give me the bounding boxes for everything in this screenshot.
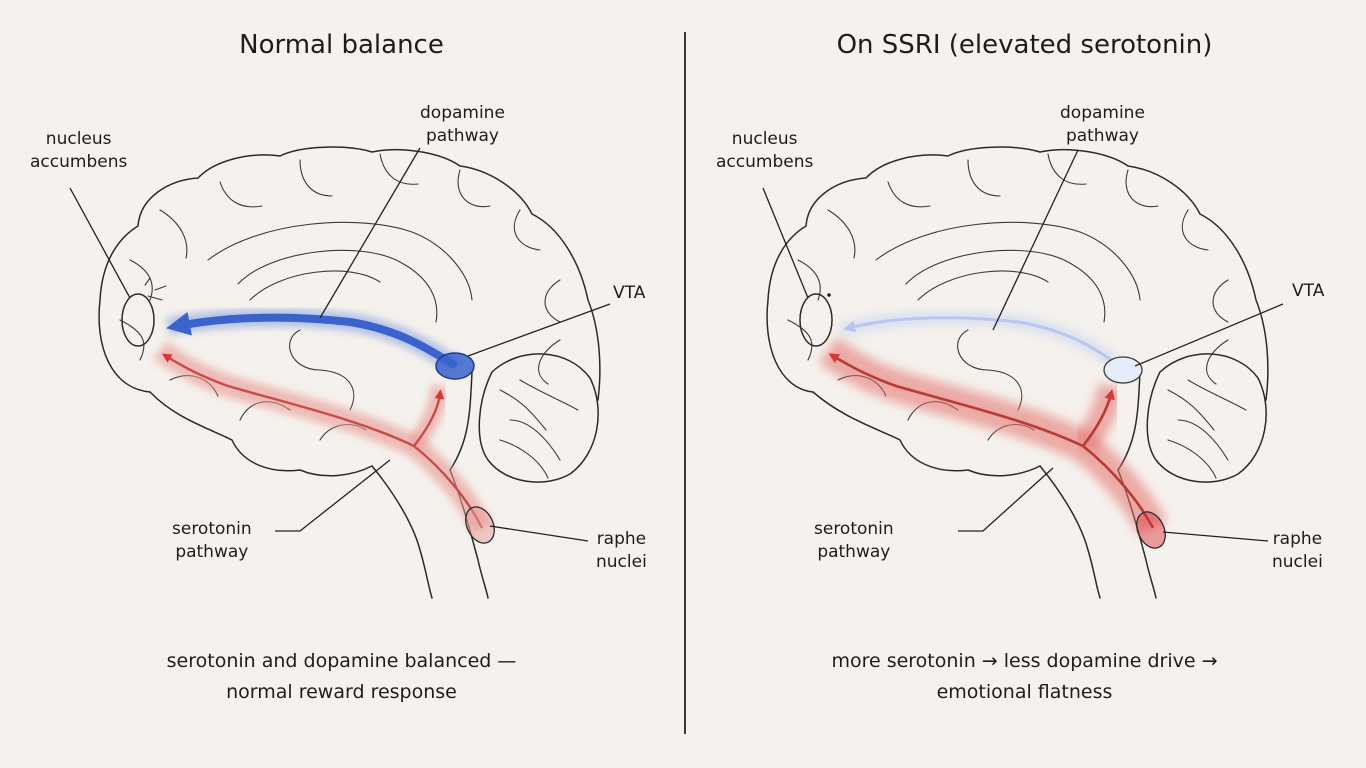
raphe-nuclei-region: [1136, 511, 1166, 549]
right-serotonin-pathway-label: serotonin pathway: [814, 519, 894, 562]
nucleus-accumbens-region: [799, 293, 833, 347]
nucleus-accumbens-region: [121, 293, 155, 347]
left-vta-label: VTA: [613, 283, 646, 303]
left-caption: serotonin and dopamine balanced — normal…: [166, 650, 517, 703]
serotonin-pathway: [153, 341, 492, 534]
left-raphe-nuclei-label: raphe nuclei: [596, 529, 647, 572]
right-vta-label: VTA: [1292, 281, 1325, 301]
dopamine-pathway: [166, 308, 461, 374]
activity-dot: [827, 293, 831, 297]
right-nucleus-accumbens-label: nucleus accumbens: [716, 129, 814, 172]
brain-outline: [766, 146, 1269, 599]
dopamine-pathway: [839, 311, 1127, 373]
right-brain-diagram: [762, 146, 1284, 599]
serotonin-pathway: [818, 337, 1168, 536]
vta-region: [1103, 356, 1143, 384]
left-brain-diagram: [69, 146, 611, 599]
panel-divider: [684, 32, 686, 734]
left-dopamine-pathway-label: dopamine pathway: [420, 103, 505, 146]
left-panel-title: Normal balance: [239, 30, 444, 60]
activity-marks: [144, 277, 167, 301]
brain-outline: [98, 146, 601, 599]
right-panel-title: On SSRI (elevated serotonin): [836, 30, 1213, 60]
raphe-nuclei-region: [465, 506, 495, 544]
right-dopamine-pathway-label: dopamine pathway: [1060, 103, 1145, 146]
left-serotonin-pathway-label: serotonin pathway: [172, 519, 252, 562]
right-caption: more serotonin → less dopamine drive → e…: [831, 650, 1218, 703]
right-raphe-nuclei-label: raphe nuclei: [1272, 529, 1323, 572]
left-nucleus-accumbens-label: nucleus accumbens: [30, 129, 128, 172]
vta-region: [435, 352, 475, 380]
